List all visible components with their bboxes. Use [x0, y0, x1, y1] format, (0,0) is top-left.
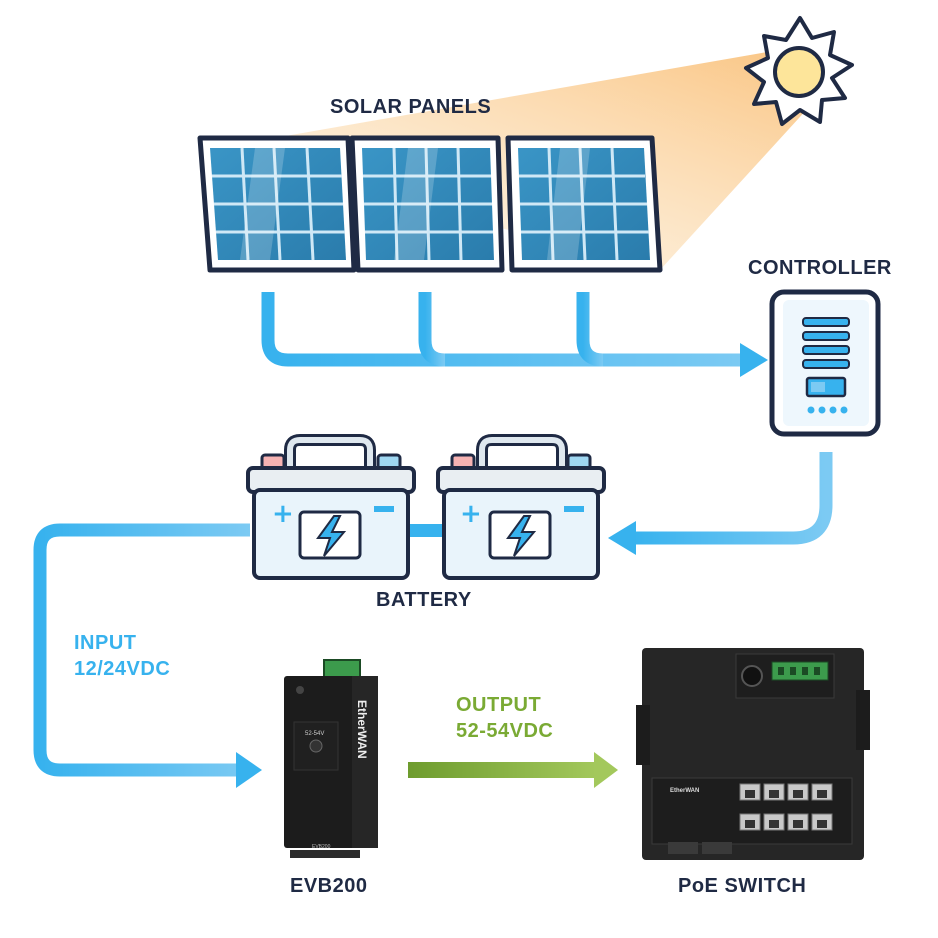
- output-voltage-label: 52-54VDC: [456, 720, 554, 742]
- solar-panel-3: [505, 135, 663, 273]
- battery-link: [410, 524, 446, 537]
- svg-text:+: +: [272, 499, 294, 529]
- arrow-to-evb: [236, 752, 262, 788]
- controller-to-battery-wire: [632, 452, 833, 545]
- battery-to-evb-wire: [33, 523, 250, 777]
- solar-panel-1: [197, 135, 357, 273]
- evb200-device: 52-54V EtherWAN EVB200: [284, 659, 378, 858]
- controller-label: CONTROLLER: [748, 257, 892, 279]
- output-label: OUTPUT: [456, 694, 542, 716]
- arrow-to-battery: [608, 521, 636, 555]
- input-label: INPUT: [74, 632, 137, 654]
- solar-panels-label: SOLAR PANELS: [330, 96, 492, 118]
- solar-panel-2: [349, 135, 505, 273]
- switch-brand-text: EtherWAN: [670, 788, 699, 794]
- evb-voltage-text: 52-54V: [305, 731, 324, 737]
- panel-wires: [261, 292, 742, 367]
- evb-brand-text: EtherWAN: [355, 700, 369, 759]
- svg-text:+: +: [460, 499, 482, 529]
- input-voltage-label: 12/24VDC: [74, 658, 171, 680]
- output-arrow-head: [594, 752, 618, 788]
- battery-2: +: [436, 434, 606, 580]
- battery-label: BATTERY: [376, 589, 472, 611]
- output-arrow-body: [408, 762, 596, 778]
- poe-switch-device: EtherWAN: [636, 648, 870, 860]
- battery-1: +: [246, 434, 416, 580]
- controller-device: [769, 289, 881, 437]
- evb200-label: EVB200: [290, 875, 368, 897]
- sun-icon: [744, 16, 854, 126]
- arrow-to-controller: [740, 343, 768, 377]
- evb-model-text: EVB200: [312, 844, 331, 850]
- poe-switch-label: PoE SWITCH: [678, 875, 807, 897]
